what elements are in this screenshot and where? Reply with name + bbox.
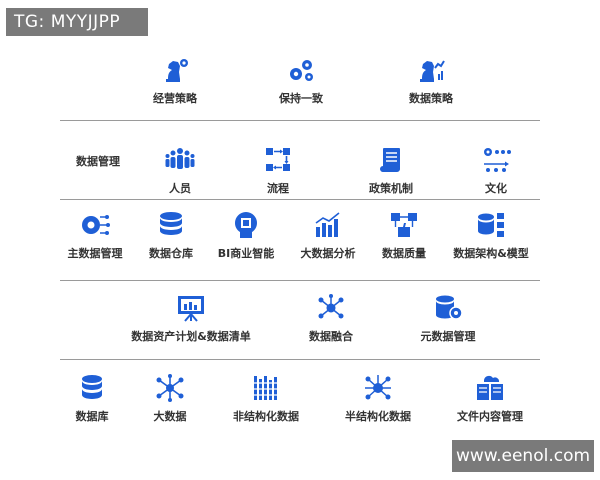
item-alignment: 保持一致 bbox=[266, 56, 336, 106]
item-business-strategy: 经营策略 bbox=[140, 56, 210, 106]
chess-knight-gear-icon bbox=[166, 59, 188, 82]
network-nodes-icon bbox=[318, 294, 344, 319]
label: 文件内容管理 bbox=[457, 410, 523, 423]
gears-icon bbox=[290, 60, 313, 81]
unstructured-data-icon bbox=[253, 376, 279, 400]
label: 保持一致 bbox=[279, 92, 323, 105]
presentation-board-icon bbox=[178, 296, 204, 322]
item-data-strategy: 数据策略 bbox=[396, 56, 466, 106]
item-database: 数据库 bbox=[62, 374, 122, 424]
label: BI商业智能 bbox=[217, 247, 275, 260]
item-data-asset-plan: 数据资产计划&数据清单 bbox=[126, 294, 256, 344]
watermark-top: TG: MYYJJPP bbox=[6, 8, 148, 36]
label: 主数据管理 bbox=[67, 247, 123, 260]
label: 流程 bbox=[267, 182, 289, 195]
quality-thumbsup-icon bbox=[391, 213, 417, 237]
item-big-data: 大数据 bbox=[140, 374, 200, 424]
process-flow-icon bbox=[266, 148, 290, 171]
item-data-architecture-model: 数据架构&模型 bbox=[446, 211, 536, 261]
database-icon bbox=[82, 375, 102, 399]
label: 文化 bbox=[485, 182, 507, 195]
divider-2 bbox=[60, 199, 540, 200]
item-process: 流程 bbox=[248, 146, 308, 196]
label: 数据融合 bbox=[309, 330, 353, 343]
label: 数据质量 bbox=[382, 247, 426, 260]
divider-1 bbox=[60, 120, 540, 121]
brain-chip-icon bbox=[235, 212, 257, 238]
database-architecture-icon bbox=[478, 213, 504, 237]
item-master-data-management: 主数据管理 bbox=[62, 211, 128, 261]
item-policy: 政策机制 bbox=[356, 146, 426, 196]
item-data-quality: 数据质量 bbox=[376, 211, 432, 261]
item-file-content-management: 文件内容管理 bbox=[450, 374, 530, 424]
bar-chart-icon bbox=[315, 212, 340, 237]
item-data-fusion: 数据融合 bbox=[296, 294, 366, 344]
row-title-data-management: 数据管理 bbox=[76, 155, 120, 168]
item-semi-structured-data: 半结构化数据 bbox=[338, 374, 418, 424]
watermark-bottom: www.eenol.com bbox=[452, 440, 594, 472]
label: 半结构化数据 bbox=[345, 410, 411, 423]
gear-network-icon bbox=[82, 215, 110, 235]
label: 数据仓库 bbox=[149, 247, 193, 260]
book-cloud-icon bbox=[477, 375, 503, 400]
database-gear-icon bbox=[436, 295, 463, 320]
label: 大数据分析 bbox=[300, 247, 356, 260]
item-people: 人员 bbox=[150, 146, 210, 196]
label: 人员 bbox=[169, 182, 191, 195]
database-stack-icon bbox=[160, 212, 182, 235]
hub-network-icon bbox=[156, 374, 184, 402]
chess-knight-chart-icon bbox=[420, 60, 445, 82]
label: 经营策略 bbox=[153, 92, 197, 105]
item-unstructured-data: 非结构化数据 bbox=[226, 374, 306, 424]
item-bi: BI商业智能 bbox=[210, 211, 282, 261]
item-metadata-management: 元数据管理 bbox=[408, 294, 488, 344]
label: 非结构化数据 bbox=[233, 410, 299, 423]
item-culture: 文化 bbox=[466, 146, 526, 196]
label: 数据资产计划&数据清单 bbox=[131, 330, 251, 343]
label: 大数据 bbox=[153, 410, 187, 423]
label: 数据策略 bbox=[409, 92, 453, 105]
label: 政策机制 bbox=[369, 182, 413, 195]
label: 数据库 bbox=[75, 410, 109, 423]
document-scroll-icon bbox=[380, 148, 400, 172]
item-data-warehouse: 数据仓库 bbox=[138, 211, 204, 261]
label: 元数据管理 bbox=[420, 330, 476, 343]
label: 数据架构&模型 bbox=[453, 247, 529, 260]
people-icon bbox=[165, 148, 195, 169]
culture-gears-icon bbox=[484, 148, 511, 172]
semi-structured-network-icon bbox=[365, 375, 391, 400]
divider-3 bbox=[60, 280, 540, 281]
divider-4 bbox=[60, 359, 540, 360]
item-big-data-analytics: 大数据分析 bbox=[292, 211, 364, 261]
